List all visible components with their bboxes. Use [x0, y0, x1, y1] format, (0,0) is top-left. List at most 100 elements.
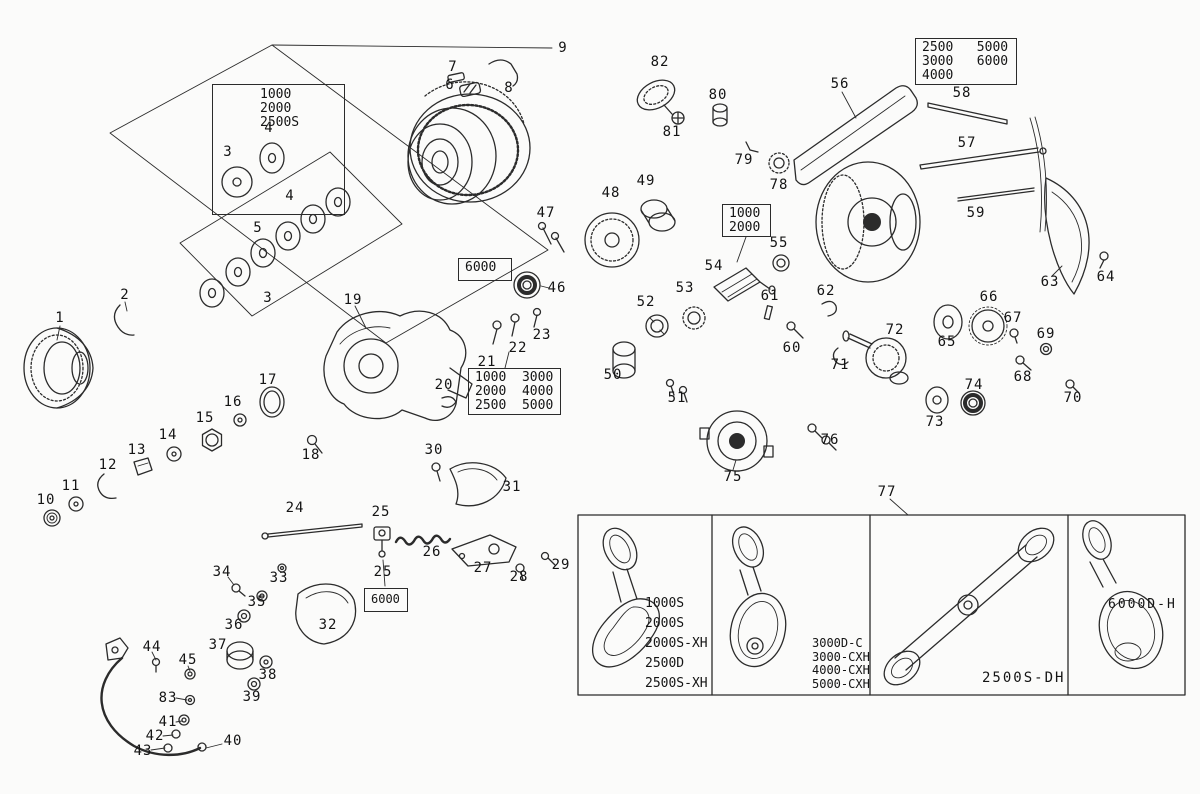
handle-model-label: 2000S-XH	[645, 636, 708, 651]
part-callout-70: 70	[1063, 390, 1083, 406]
part-callout-60: 60	[782, 340, 802, 356]
part-callout-1: 1	[55, 310, 65, 326]
handle-model-label: 1000S	[645, 596, 685, 611]
part-callout-59: 59	[966, 205, 986, 221]
part-callout-36: 36	[224, 617, 244, 633]
part-callout-80: 80	[708, 87, 728, 103]
part-callout-12: 12	[98, 457, 118, 473]
handle-drawing-double	[883, 527, 1055, 686]
model-box-drive-gear-models	[468, 368, 561, 415]
part-callout-38: 38	[258, 667, 278, 683]
part-callout-40: 40	[223, 733, 243, 749]
handle-drawing-6000	[1082, 520, 1164, 670]
part-callout-55: 55	[769, 235, 789, 251]
model-line: 1000 3000	[475, 370, 554, 385]
handle-model-label: 2000S	[645, 616, 685, 631]
part-drawing-drive-cluster	[832, 304, 1080, 416]
part-callout-2: 2	[120, 287, 130, 303]
part-drawing-left-small-parts	[43, 386, 323, 527]
part-callout-9: 9	[558, 40, 568, 56]
part-callout-66: 66	[979, 289, 999, 305]
model-line: 2000	[729, 220, 761, 235]
part-callout-54: 54	[704, 258, 724, 274]
part-callout-33: 33	[269, 570, 289, 586]
part-callout-68: 68	[1013, 369, 1033, 385]
part-callout-41: 41	[158, 714, 178, 730]
part-drawing-spool-shims	[199, 142, 351, 308]
handle-drawing-mid	[729, 526, 787, 668]
model-line: 1000	[729, 206, 761, 221]
part-callout-76: 76	[820, 432, 840, 448]
model-line: 3000 6000	[922, 54, 1009, 69]
part-callout-26: 26	[422, 544, 442, 560]
part-callout-52: 52	[636, 294, 656, 310]
part-callout-74: 74	[964, 377, 984, 393]
part-callout-25: 25	[373, 564, 393, 580]
part-callout-71: 71	[830, 357, 850, 373]
part-callout-57: 57	[957, 135, 977, 151]
part-callout-28: 28	[509, 569, 529, 585]
part-callout-62: 62	[816, 283, 836, 299]
handle-model-label: 2500D	[645, 656, 685, 671]
part-callout-81: 81	[662, 124, 682, 140]
part-callout-7: 7	[448, 59, 458, 75]
part-callout-78: 78	[769, 177, 789, 193]
part-callout-72: 72	[885, 322, 905, 338]
part-callout-32: 32	[318, 617, 338, 633]
part-drawing-body	[323, 310, 507, 507]
part-callout-19: 19	[343, 292, 363, 308]
part-callout-43: 43	[133, 743, 153, 759]
part-callout-58: 58	[952, 85, 972, 101]
part-callout-51: 51	[667, 390, 687, 406]
part-callout-5: 5	[253, 220, 263, 236]
part-callout-44: 44	[142, 639, 162, 655]
part-drawing-clutch	[699, 410, 837, 472]
part-callout-63: 63	[1040, 274, 1060, 290]
part-callout-35: 35	[247, 594, 267, 610]
model-box-text-arm-lever-model: 6000	[371, 592, 400, 606]
part-callout-17: 17	[258, 372, 278, 388]
part-callout-11: 11	[61, 478, 81, 494]
part-callout-61: 61	[760, 288, 780, 304]
part-callout-24: 24	[285, 500, 305, 516]
part-callout-30: 30	[424, 442, 444, 458]
handle-model-label: 6000D-H	[1108, 597, 1177, 612]
part-callout-49: 49	[636, 173, 656, 189]
part-callout-67: 67	[1003, 310, 1023, 326]
part-callout-13: 13	[127, 442, 147, 458]
model-line: 2500S	[260, 115, 300, 130]
part-callout-73: 73	[925, 414, 945, 430]
handle-panel-labels-handle-6000: 6000D-H	[1108, 597, 1177, 613]
part-drawing-bail-parts	[100, 563, 357, 757]
part-callout-56: 56	[830, 76, 850, 92]
handle-model-label: 3000-CXH	[812, 649, 870, 664]
part-drawing-main-gear	[441, 199, 676, 408]
handle-model-label: 2500S-DH	[982, 670, 1066, 686]
part-callout-82: 82	[650, 54, 670, 70]
model-line: 6000	[371, 592, 400, 606]
part-callout-6: 6	[445, 77, 455, 93]
part-drawing-drag-knob	[23, 304, 135, 409]
model-box-oscillating-models	[722, 204, 771, 237]
part-callout-23: 23	[532, 327, 552, 343]
part-callout-31: 31	[502, 479, 522, 495]
model-box-rotor-bail-models	[915, 38, 1017, 85]
part-callout-27: 27	[473, 560, 493, 576]
model-line: 2500 5000	[475, 398, 554, 413]
part-callout-39: 39	[242, 689, 262, 705]
part-callout-22: 22	[508, 340, 528, 356]
part-callout-3: 3	[223, 144, 233, 160]
model-line: 2000 4000	[475, 384, 554, 399]
part-callout-29: 29	[551, 557, 571, 573]
handle-model-label: 3000D-C	[812, 636, 863, 650]
handle-model-label: 5000-CXH	[812, 676, 870, 691]
part-callout-20: 20	[434, 377, 454, 393]
part-callout-46: 46	[547, 280, 567, 296]
part-drawing-bail-spring-set	[447, 59, 519, 98]
